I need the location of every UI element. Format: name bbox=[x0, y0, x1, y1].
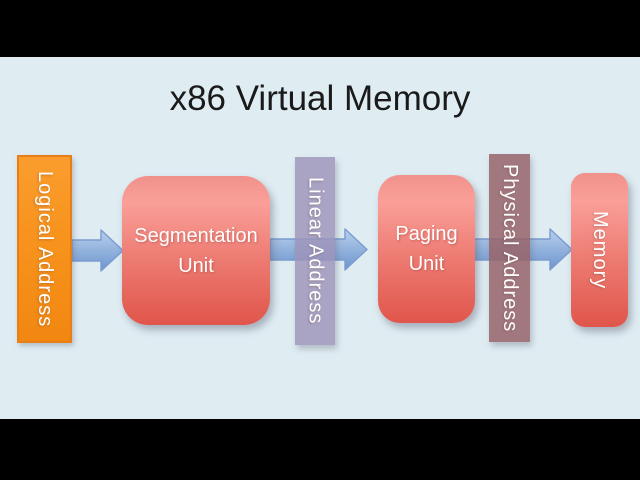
node-memory: Memory bbox=[571, 173, 628, 327]
node-linear-address-label: Linear Address bbox=[304, 177, 327, 325]
node-linear-address: Linear Address bbox=[295, 157, 335, 345]
node-paging-unit-label: Paging Unit bbox=[395, 223, 458, 275]
node-segmentation-unit-label: Segmentation Unit bbox=[134, 224, 258, 277]
node-memory-label: Memory bbox=[589, 210, 611, 290]
letterbox-top-bar bbox=[0, 0, 640, 57]
node-logical-address: Logical Address bbox=[17, 155, 72, 343]
node-segmentation-unit: Segmentation Unit bbox=[122, 176, 270, 325]
letterbox-bottom-bar bbox=[0, 419, 640, 480]
slide-canvas: x86 Virtual Memory bbox=[0, 57, 640, 419]
node-physical-address-label: Physical Address bbox=[499, 163, 521, 333]
flow-arrow-logical-to-segmentation-icon bbox=[72, 229, 124, 272]
node-physical-address: Physical Address bbox=[489, 154, 530, 342]
slide-title: x86 Virtual Memory bbox=[169, 79, 471, 118]
node-logical-address-label: Logical Address bbox=[34, 170, 56, 328]
node-paging-unit: Paging Unit bbox=[378, 175, 475, 323]
